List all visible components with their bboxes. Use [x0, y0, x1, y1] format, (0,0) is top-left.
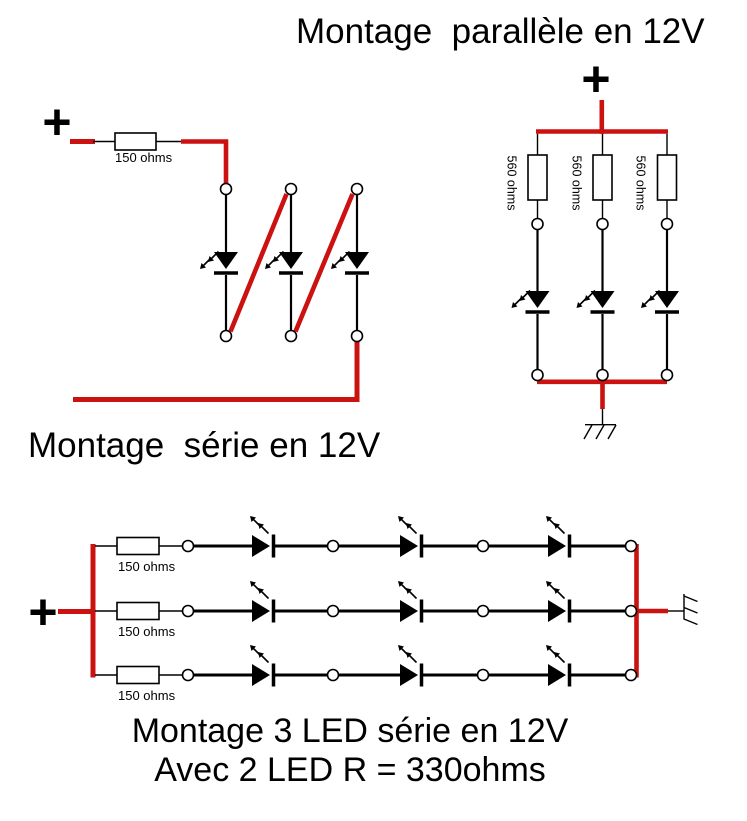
- parallel-circuit-diagram: [512, 100, 680, 440]
- resistor-value-label: 560 ohms: [569, 155, 584, 211]
- terminal-node: [624, 668, 638, 682]
- caption-line-1: Montage 3 LED série en 12V: [131, 712, 569, 750]
- jumper-wire: [228, 193, 289, 333]
- led-icon: [250, 581, 274, 623]
- led-string-row: [95, 581, 638, 623]
- led-string-row: [95, 645, 638, 687]
- terminal-node: [284, 329, 298, 343]
- ground-hatch: [683, 595, 698, 603]
- resistor-value-label: 150 ohms: [118, 688, 176, 703]
- led-icon: [250, 645, 274, 687]
- led-icon: [265, 252, 303, 274]
- return-wire: [73, 341, 360, 402]
- terminal-node: [326, 604, 340, 618]
- resistor-symbol: [116, 601, 160, 621]
- terminal-node: [219, 182, 233, 196]
- led-string-row: [95, 516, 638, 558]
- led-icon: [398, 581, 422, 623]
- led-icon: [250, 516, 274, 558]
- series-circuit-title: Montage série en 12V: [28, 426, 381, 465]
- positive-terminal-label: +: [581, 51, 611, 107]
- ground-icon: [683, 594, 698, 626]
- matrix-circuit-caption: Montage 3 LED série en 12V Avec 2 LED R …: [35, 712, 665, 790]
- resistor-value-label: 560 ohms: [633, 155, 648, 211]
- resistor-symbol: [527, 154, 548, 201]
- terminal-node: [624, 604, 638, 618]
- led-icon: [398, 645, 422, 687]
- wire-segment: [181, 139, 229, 184]
- led-icon: [546, 645, 570, 687]
- terminal-node: [596, 368, 609, 382]
- resistor-value-label: 560 ohms: [504, 155, 519, 211]
- terminal-node: [660, 368, 674, 382]
- ground-hatch: [583, 424, 593, 440]
- jumper-wire: [293, 193, 355, 333]
- terminal-node: [531, 217, 544, 231]
- resistor-symbol: [116, 536, 160, 556]
- matrix-circuit-diagram: [58, 516, 698, 687]
- terminal-node: [476, 668, 490, 682]
- ground-icon: [583, 424, 617, 440]
- ground-hatch: [607, 424, 617, 440]
- terminal-node: [476, 539, 490, 553]
- positive-terminal-label: +: [42, 94, 72, 150]
- terminal-node: [596, 217, 609, 231]
- resistor-symbol: [592, 154, 613, 201]
- resistor-symbol: [116, 665, 160, 685]
- terminal-node: [181, 604, 195, 618]
- positive-terminal-label: +: [28, 584, 58, 640]
- parallel-circuit-title: Montage parallèle en 12V: [296, 12, 705, 51]
- led-icon: [331, 252, 369, 274]
- led-icon: [398, 516, 422, 558]
- terminal-node: [476, 604, 490, 618]
- led-icon: [577, 291, 615, 313]
- series-circuit-diagram: [70, 132, 369, 402]
- caption-line-2: Avec 2 LED R = 330ohms: [154, 751, 546, 789]
- led-icon: [641, 291, 679, 313]
- terminal-node: [181, 539, 195, 553]
- ground-hatch: [683, 618, 698, 626]
- resistor-value-label: 150 ohms: [115, 150, 173, 165]
- terminal-node: [350, 329, 364, 343]
- resistor-symbol: [114, 132, 157, 151]
- led-icon: [200, 252, 238, 274]
- led-icon: [546, 581, 570, 623]
- terminal-node: [326, 539, 340, 553]
- terminal-node: [219, 329, 233, 343]
- ground-hatch: [595, 424, 605, 440]
- terminal-node: [326, 668, 340, 682]
- terminal-node: [284, 182, 298, 196]
- terminal-node: [624, 539, 638, 553]
- terminal-node: [181, 668, 195, 682]
- terminal-node: [531, 368, 544, 382]
- led-icon: [512, 291, 550, 313]
- resistor-value-label: 150 ohms: [118, 559, 176, 574]
- resistor-value-label: 150 ohms: [118, 624, 176, 639]
- resistor-symbol: [656, 154, 678, 201]
- led-icon: [546, 516, 570, 558]
- ground-hatch: [683, 606, 698, 614]
- terminal-node: [350, 182, 364, 196]
- terminal-node: [660, 217, 674, 231]
